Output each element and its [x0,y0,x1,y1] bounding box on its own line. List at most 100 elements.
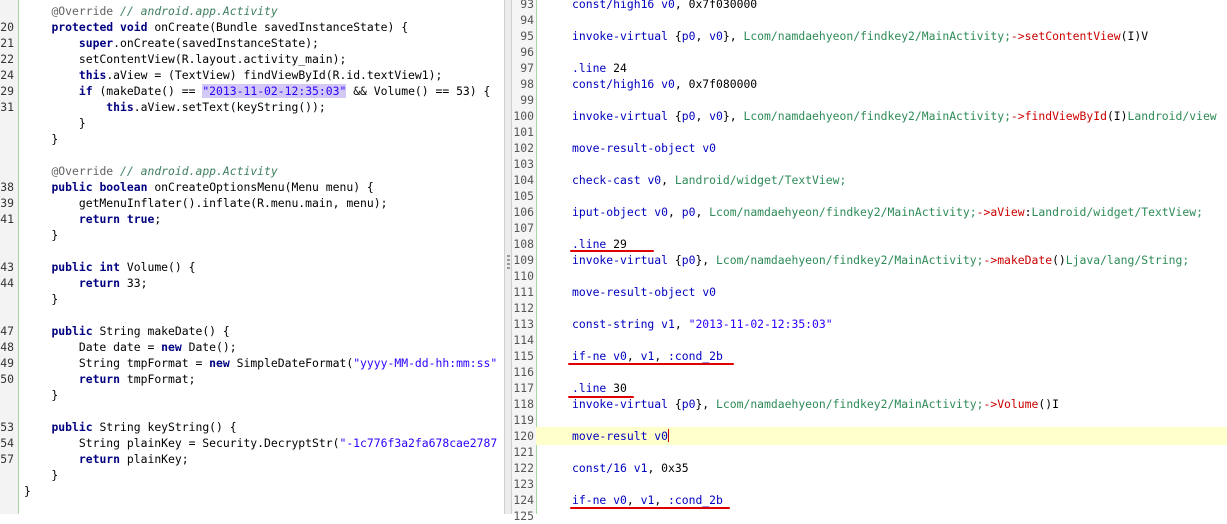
smali-code-line: 123 [512,476,1227,492]
line-number: 112 [513,301,534,315]
code-text: return plainKey; [78,452,189,466]
smali-code-line: 120 move-result v0 [512,428,1227,444]
java-code-line: 41 return true; [0,211,504,227]
annotation-underline-ifne2 [570,507,730,509]
code-text: check-cast v0, Landroid/widget/TextView; [572,173,847,187]
code-text: .line 24 [572,61,627,75]
smali-code-line: 116 [512,364,1227,380]
pane-splitter-handle[interactable] [504,0,512,514]
annotation-underline-line29 [570,250,654,252]
code-text: } [24,228,59,242]
java-code-line: } [0,227,504,243]
java-code-line: } [0,115,504,131]
java-code-line: @Override // android.app.Activity [0,3,504,19]
line-number: 41 [0,212,14,226]
java-code-line: } [0,467,504,483]
smali-code-line: 111 move-result-object v0 [512,284,1227,300]
code-text: return tmpFormat; [78,372,196,386]
line-number: 95 [520,29,534,43]
line-number: 116 [513,365,534,379]
java-code-line: 47 public String makeDate() { [0,323,504,339]
smali-code-line: 99 [512,92,1227,108]
code-text: protected void onCreate(Bundle savedInst… [51,20,409,34]
code-text: this.aView.setText(keyString()); [106,100,326,114]
java-code-line: 48 Date date = new Date(); [0,339,504,355]
code-text: getMenuInflater().inflate(R.menu.main, m… [24,196,388,210]
line-number: 97 [520,61,534,75]
smali-code-line: 101 [512,124,1227,140]
line-number: 98 [520,77,534,91]
line-number: 94 [520,13,534,27]
code-text: } [24,388,59,402]
code-text: invoke-virtual {p0, v0}, Lcom/namdaehyeo… [572,109,1217,123]
java-code-line: } [0,291,504,307]
java-line-number-gutter [0,0,19,514]
code-text: this.aView = (TextView) findViewById(R.i… [78,68,443,82]
smali-code-line: 104 check-cast v0, Landroid/widget/TextVi… [512,172,1227,188]
line-number: 105 [513,189,534,203]
code-text: .line 30 [572,381,627,395]
line-number: 47 [0,324,14,338]
java-code-line: } [0,387,504,403]
java-code-line: 21 super.onCreate(savedInstanceState); [0,35,504,51]
code-text: return 33; [78,276,148,290]
java-code-line: 24 this.aView = (TextView) findViewById(… [0,67,504,83]
line-number: 29 [0,84,14,98]
smali-code-line: 97 .line 24 [512,60,1227,76]
java-code-line: 31 this.aView.setText(keyString()); [0,99,504,115]
java-code-line [0,147,504,163]
code-text: public boolean onCreateOptionsMenu(Menu … [51,180,374,194]
java-code-line [0,403,504,419]
smali-code-line: 117 .line 30 [512,380,1227,396]
code-text: const-string v1, "2013-11-02-12:35:03" [572,317,833,331]
code-text: Date date = new Date(); [24,340,237,354]
java-code-line: 53 public String keyString() { [0,419,504,435]
line-number: 118 [513,397,534,411]
java-code-line: 43 public int Volume() { [0,259,504,275]
java-code-line: 39 getMenuInflater().inflate(R.menu.main… [0,195,504,211]
code-text: iput-object v0, p0, Lcom/namdaehyeon/fin… [572,205,1203,219]
line-number: 108 [513,237,534,251]
line-number: 104 [513,173,534,187]
code-text: if-ne v0, v1, :cond_2b [572,349,723,363]
code-text: move-result v0 [572,429,670,443]
line-number: 57 [0,452,14,466]
line-number: 125 [513,509,534,523]
line-number: 38 [0,180,14,194]
line-number: 54 [0,436,14,450]
line-number: 117 [513,381,534,395]
line-number: 111 [513,285,534,299]
java-code-line: 44 return 33; [0,275,504,291]
java-code-line [0,243,504,259]
line-number: 120 [513,429,534,443]
smali-line-number-gutter [512,0,537,514]
line-number: 44 [0,276,14,290]
java-code-line: 50 return tmpFormat; [0,371,504,387]
java-code-line: 38 public boolean onCreateOptionsMenu(Me… [0,179,504,195]
code-text: move-result-object v0 [572,285,717,299]
line-number: 103 [513,157,534,171]
line-number: 96 [520,45,534,59]
smali-code-line: 110 [512,268,1227,284]
smali-code-line: 103 [512,156,1227,172]
code-text: @Override // android.app.Activity [51,4,278,18]
line-number: 121 [513,445,534,459]
java-code-line: } [0,483,504,499]
line-number: 39 [0,196,14,210]
code-text: public int Volume() { [51,260,196,274]
smali-code-line: 125 [512,508,1227,524]
code-text: const/high16 v0, 0x7f030000 [572,0,758,11]
smali-code-line: 105 [512,188,1227,204]
code-text: if-ne v0, v1, :cond_2b [572,493,723,507]
code-text: } [24,116,86,130]
line-number: 106 [513,205,534,219]
